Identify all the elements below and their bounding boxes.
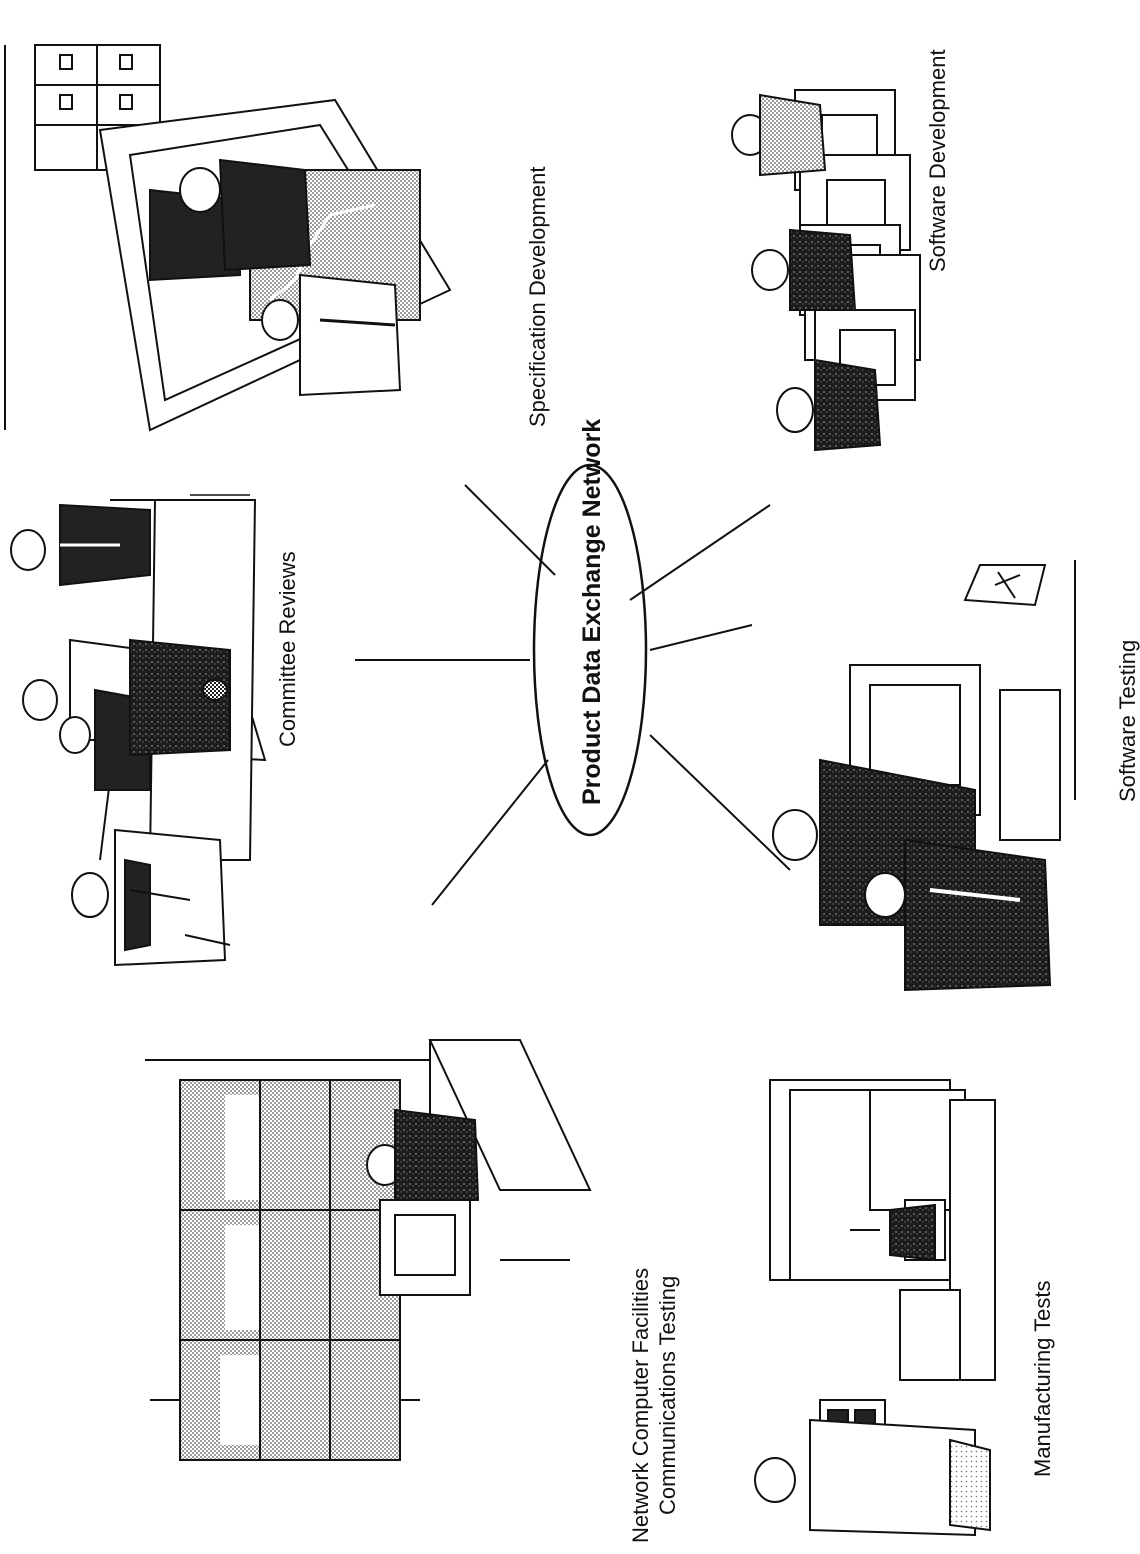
spokes (355, 484, 791, 906)
spoke-specification (464, 484, 556, 576)
hub-label: Product Data Exchange Network (578, 419, 606, 805)
network-facilities-illustration (145, 1039, 592, 1461)
label-network-facilities-line2: Communications Testing (655, 1276, 680, 1515)
committee-reviews-illustration (10, 494, 267, 967)
label-network-facilities-line1: Network Computer Facilities (628, 1268, 653, 1543)
hub-node (532, 463, 648, 837)
label-specification-development: Specification Development (525, 167, 550, 427)
spoke-manufacturing (649, 734, 791, 871)
label-software-development: Software Development (925, 49, 950, 272)
spoke-network (431, 759, 549, 906)
specification-development-illustration (4, 44, 452, 432)
software-development-illustration (731, 89, 921, 452)
software-testing-illustration (772, 560, 1076, 992)
manufacturing-tests-illustration (754, 1079, 996, 1537)
spoke-software-dev (629, 504, 771, 601)
label-committee-reviews: Committee Reviews (275, 551, 300, 747)
label-software-testing: Software Testing (1115, 640, 1140, 802)
spoke-software-test (649, 624, 753, 651)
label-manufacturing-tests: Manufacturing Tests (1030, 1281, 1055, 1477)
